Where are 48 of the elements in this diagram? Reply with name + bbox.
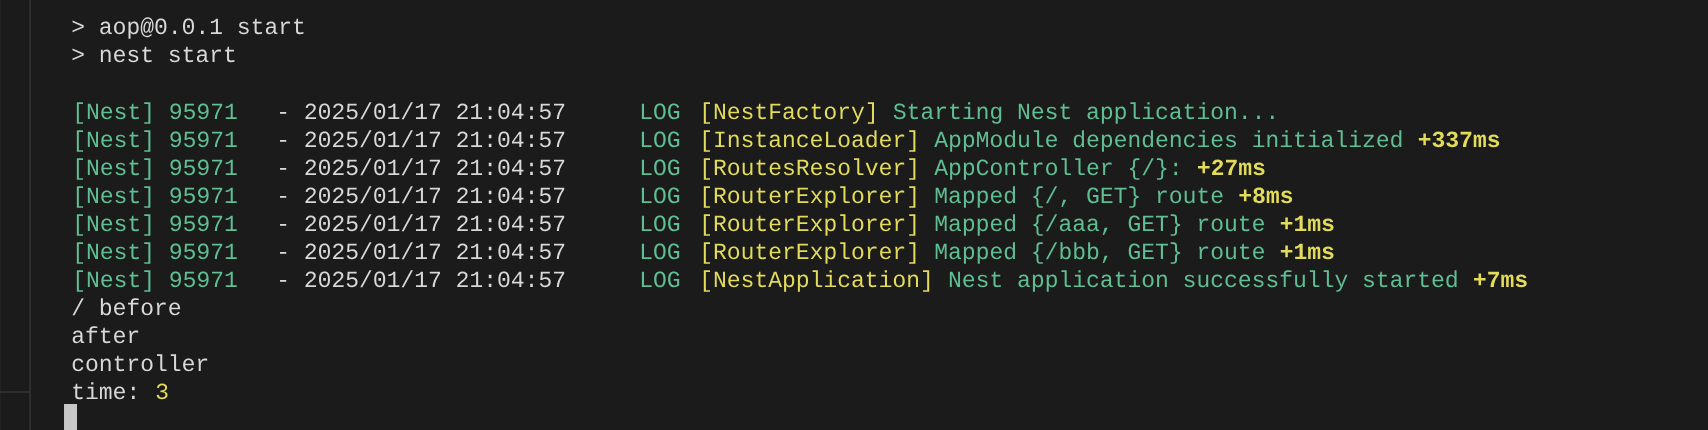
timestamp: - 2025/01/17 21:04:57 (279, 158, 565, 176)
output-line: after (72, 326, 139, 344)
log-level: LOG (641, 187, 680, 204)
log-message: AppController {/}: (934, 158, 1178, 180)
elapsed-time: +7ms (1474, 271, 1527, 288)
log-context: [RouterExplorer] (703, 214, 916, 236)
log-level: LOG (641, 159, 680, 176)
elapsed-time: +8ms (1239, 187, 1293, 204)
timestamp: - 2025/01/17 21:04:57 (279, 130, 565, 148)
log-level: LOG (641, 103, 680, 120)
log-prefix: [Nest] 95971 (76, 270, 237, 292)
command-line: > aop@0.0.1 start (72, 17, 304, 39)
log-level: LOG (641, 271, 680, 288)
elapsed-time: +1ms (1280, 243, 1334, 260)
log-prefix: [Nest] 95971 (76, 214, 237, 236)
timestamp: - 2025/01/17 21:04:57 (279, 270, 565, 288)
timestamp: - 2025/01/17 21:04:57 (279, 242, 565, 260)
log-message: Mapped {/bbb, GET} route (935, 242, 1264, 264)
output-line: controller (72, 354, 208, 372)
log-context: [RouterExplorer] (703, 186, 916, 208)
elapsed-time: +1ms (1280, 215, 1334, 232)
command-line: > nest start (72, 46, 235, 63)
log-context: [NestApplication] (703, 270, 930, 292)
log-prefix: [Nest] 95971 (76, 130, 237, 152)
log-context: [NestFactory] (703, 102, 874, 124)
log-message: Starting Nest application... (893, 102, 1274, 124)
log-context: [RoutesResolver] (703, 158, 916, 180)
log-message: Mapped {/, GET} route (935, 186, 1223, 208)
output-line: time: (73, 382, 135, 400)
elapsed-time: +27ms (1198, 159, 1265, 176)
log-context: [InstanceLoader] (703, 130, 916, 152)
timestamp: - 2025/01/17 21:04:57 (279, 214, 565, 232)
log-context: [RouterExplorer] (703, 242, 916, 264)
elapsed-value: 3 (156, 383, 168, 400)
log-prefix: [Nest] 95971 (76, 102, 237, 124)
log-prefix: [Nest] 95971 (76, 242, 237, 264)
output-line: / before (72, 298, 181, 316)
timestamp: - 2025/01/17 21:04:57 (279, 102, 565, 120)
elapsed-time: +337ms (1418, 131, 1500, 148)
log-level: LOG (641, 215, 680, 232)
log-message: Nest application successfully started (949, 270, 1457, 292)
log-message: AppModule dependencies initialized (934, 130, 1402, 152)
log-level: LOG (641, 243, 680, 260)
log-message: Mapped {/aaa, GET} route (935, 214, 1264, 236)
log-level: LOG (641, 131, 680, 148)
timestamp: - 2025/01/17 21:04:57 (279, 186, 565, 204)
log-prefix: [Nest] 95971 (76, 186, 237, 208)
log-prefix: [Nest] 95971 (76, 158, 237, 180)
